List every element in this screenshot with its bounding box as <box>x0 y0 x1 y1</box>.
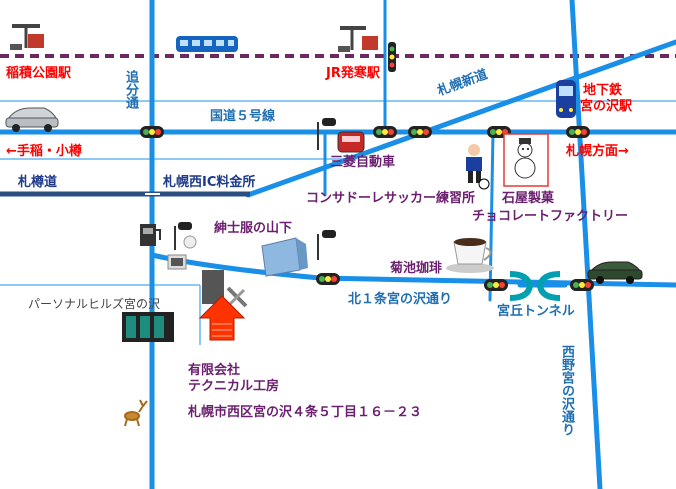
deer-icon <box>124 399 148 427</box>
route5-label: 国道５号線 <box>210 109 276 124</box>
store-building-icon <box>261 237 308 277</box>
jr-hassamu-station-label: JR発寒駅 <box>326 66 380 81</box>
right-vertical-road <box>569 0 603 489</box>
consadole-label: コンサドーレサッカー練習所 <box>306 191 476 206</box>
soccer-player-icon <box>466 144 490 190</box>
car-icon <box>587 261 643 284</box>
teine-otaru-label: ←手稲・小樽 <box>6 144 82 159</box>
sapporo-direction-label: 札幌方面→ <box>566 144 629 159</box>
company-type-label: 有限会社 <box>188 363 241 378</box>
traffic-signals <box>140 42 594 291</box>
tunnel-icon <box>509 271 561 301</box>
oiwake-dori-label: 追分通 <box>123 70 138 109</box>
building-icon <box>122 312 174 342</box>
signal-icon <box>484 279 508 291</box>
signal-icon <box>317 230 336 260</box>
tools-icon <box>202 270 248 308</box>
yamashita-label: 紳士服の山下 <box>214 221 293 236</box>
toll-gate-label: 札幌西IC料金所 <box>163 175 256 190</box>
subway-label: 地下鉄 <box>583 83 623 98</box>
company-name-label: テクニカル工房 <box>188 379 280 394</box>
chocolate-factory-label: チョコレートファクトリー <box>472 209 629 224</box>
signal-icon <box>317 118 336 150</box>
otaru-road-label: 札樽道 <box>18 175 58 190</box>
ishiya-label: 石屋製菓 <box>502 191 555 206</box>
subway-train-icon <box>556 80 576 118</box>
inazumi-station-label: 稲積公園駅 <box>6 66 72 81</box>
signal-icon <box>408 126 432 138</box>
sanryo-label: 三菱自動車 <box>330 155 396 170</box>
nishino-road-label: 西野宮の沢通り <box>559 345 574 436</box>
address-label: 札幌市西区宮の沢４条５丁目１６－２３ <box>188 405 423 420</box>
signal-icon <box>174 222 192 250</box>
car-icon <box>5 107 59 132</box>
station-icon <box>338 26 378 52</box>
signal-icon <box>140 126 164 138</box>
arrow-up-icon <box>198 295 246 341</box>
gas-station-icon <box>140 224 161 246</box>
miyanosawa-station-label: 宮の沢駅 <box>580 99 633 114</box>
station-icon <box>10 24 44 50</box>
coffee-icon <box>446 238 494 273</box>
train-icon <box>176 36 238 52</box>
car-icon <box>337 131 365 153</box>
signal-icon <box>388 42 396 72</box>
personal-hills-label: パーソナルヒルズ宮の沢 <box>28 297 161 311</box>
signal-icon <box>570 279 594 291</box>
signal-icon <box>373 126 397 138</box>
signal-icon <box>566 126 590 138</box>
sapporo-shindo-road <box>245 39 676 198</box>
snowman-icon <box>503 133 549 187</box>
mid-vertical-road <box>488 130 495 302</box>
miyaoka-tunnel-label: 宮丘トンネル <box>497 304 575 319</box>
kikuchi-coffee-label: 菊池珈琲 <box>390 261 443 276</box>
signal-icon <box>316 273 340 285</box>
kita1jo-label: 北１条宮の沢通り <box>348 292 453 307</box>
sign-icon <box>167 235 197 270</box>
